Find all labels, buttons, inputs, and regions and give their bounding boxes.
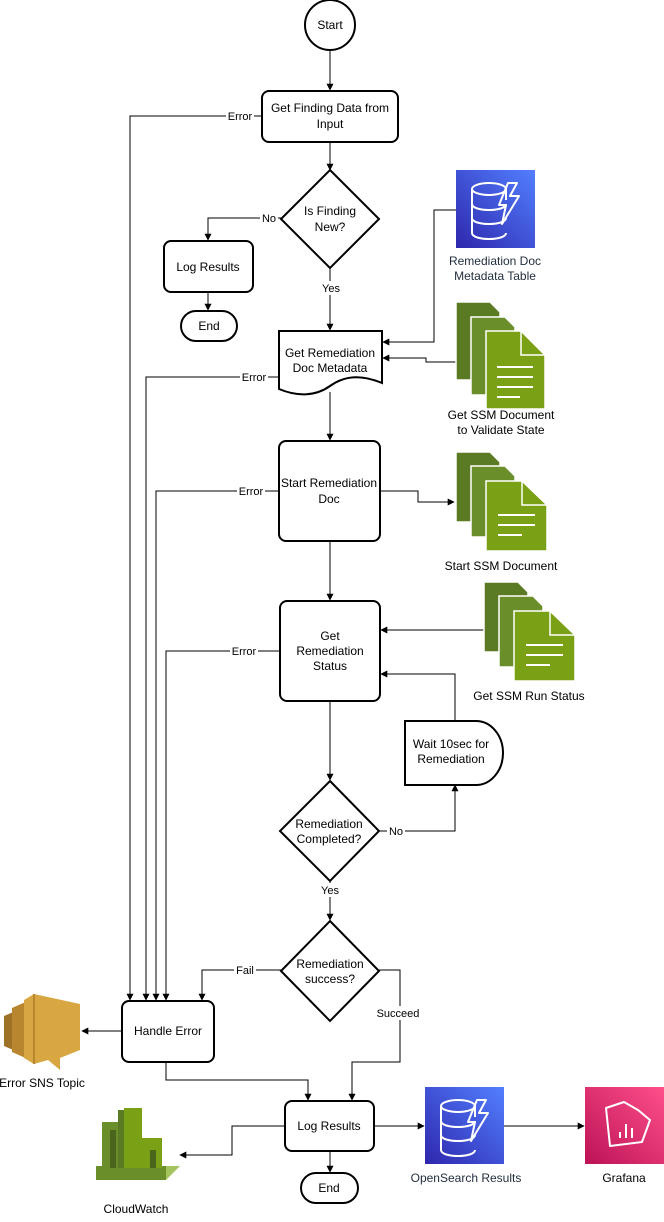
log-results-1-label: Log Results [176, 260, 239, 274]
edge-wait-to-status [380, 670, 456, 720]
metadata-table-label-2: Metadata Table [454, 269, 536, 283]
start-remediation-doc-node[interactable]: Start Remediation Doc [278, 440, 381, 542]
completed-label-1: Remediation [295, 817, 362, 831]
edge-handle-to-log [165, 1062, 312, 1101]
end-node-2[interactable]: End [300, 1172, 359, 1204]
end-node-1[interactable]: End [180, 310, 238, 342]
get-finding-label-2: Input [317, 117, 344, 131]
is-finding-new-decision[interactable]: Is Finding New? [279, 168, 381, 270]
opensearch-dynamodb-icon [425, 1087, 504, 1164]
edge-start-doc-to-ssm [380, 490, 455, 506]
edge-label-yes-1: Yes [322, 283, 340, 295]
sns-topic-icon [4, 994, 80, 1070]
edge-label-no-2: No [389, 826, 403, 838]
edge-table-to-metadata [382, 209, 456, 346]
start-doc-label-1: Start Remediation [281, 476, 377, 490]
get-remediation-doc-metadata-node[interactable]: Get Remediation Doc Metadata [278, 330, 383, 396]
get-metadata-label-1: Get Remediation [285, 346, 375, 360]
success-label-2: success? [305, 972, 355, 986]
edge-label-error-2: Error [242, 372, 267, 384]
end-2-label: End [318, 1181, 339, 1195]
ssm-start-label: Start SSM Document [445, 559, 558, 573]
edge-ssm-validate-to-metadata [382, 354, 456, 363]
remediation-success-decision[interactable]: Remediation success? [279, 919, 381, 1023]
wait-label-2: Remediation [417, 752, 484, 766]
remediation-completed-decision[interactable]: Remediation Completed? [278, 779, 381, 883]
edge-error-3 [152, 490, 279, 1001]
cloudwatch-label: CloudWatch [104, 1202, 169, 1216]
grafana-icon [585, 1087, 664, 1164]
start-label: Start [317, 18, 343, 32]
edge-label-yes-2: Yes [321, 885, 339, 897]
completed-label-2: Completed? [297, 832, 362, 846]
get-finding-data-node[interactable]: Get Finding Data from Input [261, 90, 399, 143]
edge-labels: Error Error Error Error No Yes No Yes Fa… [226, 109, 421, 1020]
edge-label-error-3: Error [239, 486, 264, 498]
edge-label-fail: Fail [236, 965, 254, 977]
log-results-node-1[interactable]: Log Results [163, 240, 254, 293]
handle-error-label: Handle Error [134, 1024, 202, 1038]
sns-label: Error SNS Topic [0, 1076, 85, 1090]
edge-label-error-1: Error [228, 111, 253, 123]
get-status-label-1: Get [320, 629, 340, 643]
ssm-start-document-icon [455, 451, 548, 552]
start-node[interactable]: Start [304, 0, 356, 51]
wait-node[interactable]: Wait 10sec for Remediation [404, 720, 504, 786]
success-label-1: Remediation [296, 957, 363, 971]
start-doc-label-2: Doc [318, 492, 339, 506]
get-status-label-2: Remediation [296, 644, 363, 658]
get-status-label-3: Status [313, 659, 347, 673]
handle-error-node[interactable]: Handle Error [121, 1000, 215, 1063]
edge-label-no-1: No [262, 213, 276, 225]
ssm-run-status-icon [483, 581, 576, 682]
edge-error-1 [126, 115, 262, 1001]
cloudwatch-icon [96, 1108, 180, 1180]
edge-log-to-cloudwatch [179, 1125, 285, 1159]
edge-label-succeed: Succeed [377, 1008, 420, 1020]
get-remediation-status-node[interactable]: Get Remediation Status [279, 600, 381, 702]
edge-label-error-4: Error [232, 646, 257, 658]
wait-label-1: Wait 10sec for [413, 737, 489, 751]
ssm-document-icon [455, 301, 546, 410]
get-metadata-label-2: Doc Metadata [293, 361, 368, 375]
edge-error-2 [142, 376, 279, 1001]
edge-error-4 [162, 650, 279, 1001]
metadata-table-label-1: Remediation Doc [449, 254, 541, 268]
ssm-status-label: Get SSM Run Status [473, 689, 584, 703]
log-results-node-2[interactable]: Log Results [284, 1100, 375, 1152]
opensearch-label: OpenSearch Results [411, 1171, 522, 1185]
is-new-label-1: Is Finding [304, 204, 356, 218]
get-finding-label-1: Get Finding Data from [271, 101, 389, 115]
is-new-label-2: New? [315, 220, 346, 234]
dynamodb-icon [456, 170, 535, 248]
end-1-label: End [198, 319, 219, 333]
edge-success-succeed [348, 969, 401, 1101]
log-results-2-label: Log Results [297, 1119, 360, 1133]
ssm-validate-label-2: to Validate State [457, 423, 544, 437]
ssm-validate-label-1: Get SSM Document [448, 408, 555, 422]
grafana-label: Grafana [602, 1171, 646, 1185]
edge-is-new-no [204, 217, 282, 241]
